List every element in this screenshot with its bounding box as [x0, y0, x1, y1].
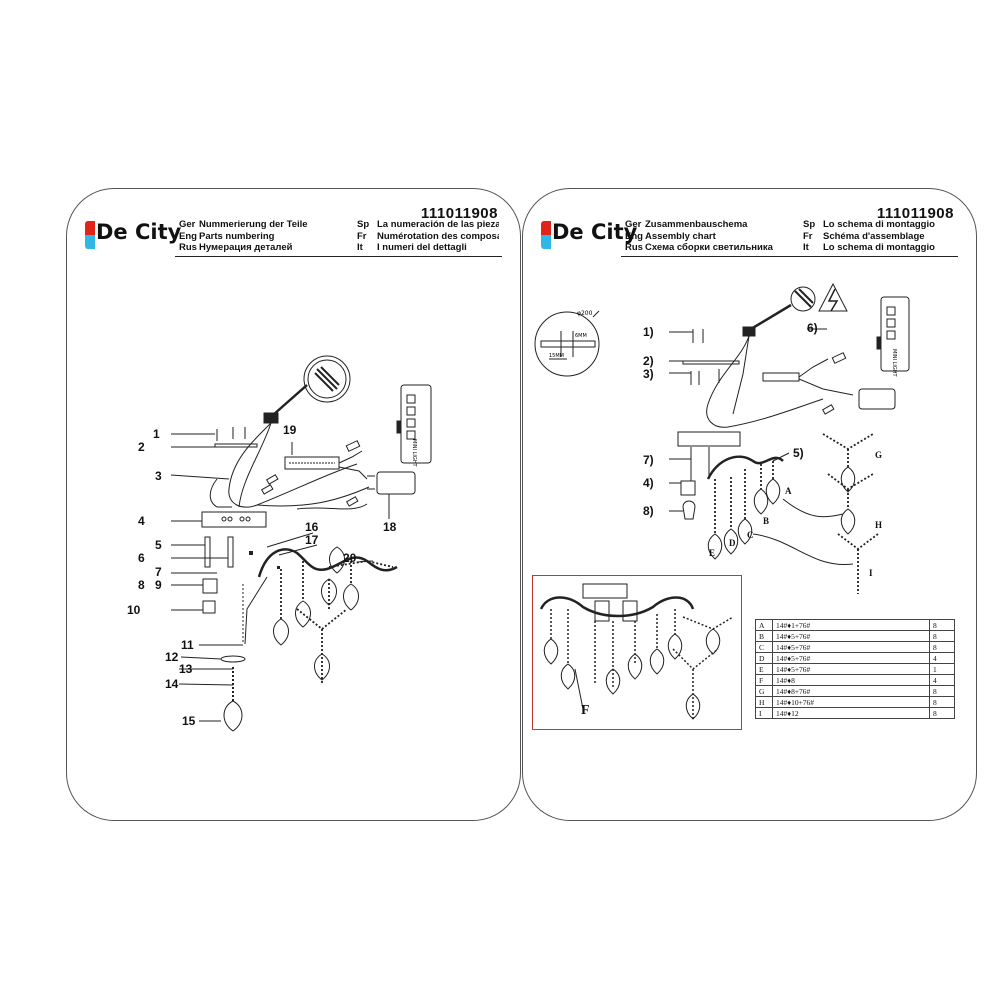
- part-number: 13: [179, 662, 193, 676]
- part-number: 6: [138, 551, 145, 565]
- chain-letter: A: [785, 486, 792, 496]
- brand-name: De City: [96, 220, 182, 244]
- product-code: 111011908: [876, 205, 954, 222]
- remote-label: MINI LIGHT: [891, 349, 897, 377]
- step-number: 4): [643, 476, 654, 490]
- part-number: 19: [283, 423, 297, 437]
- chain-letter: C: [747, 530, 754, 540]
- detail-dim: 15MM: [549, 353, 564, 359]
- remote-label: MINI LIGHT: [411, 439, 417, 467]
- chain-letter: G: [875, 450, 883, 460]
- part-number: 9: [155, 578, 162, 592]
- part-number: 2: [138, 440, 145, 454]
- part-number: 3: [155, 469, 162, 483]
- part-number: 16: [305, 520, 319, 534]
- part-number: 7: [155, 565, 162, 579]
- part-number: 18: [383, 520, 397, 534]
- part-number: 17: [305, 533, 319, 547]
- product-code: 111011908: [420, 205, 498, 222]
- step-number: 1): [643, 325, 654, 339]
- chain-letter: B: [763, 516, 770, 526]
- step-number: 3): [643, 367, 654, 381]
- part-number: 8: [138, 578, 145, 592]
- part-number: 1: [153, 427, 160, 441]
- hook-ring-icon: [272, 355, 351, 416]
- part-number: 14: [165, 677, 179, 691]
- detail-dim: 6MM: [575, 333, 587, 339]
- step-number: 7): [643, 453, 654, 467]
- brand-mark-icon: [541, 221, 551, 249]
- detail-magnifier: [534, 310, 600, 377]
- assembled-view-frame: [532, 575, 742, 730]
- part-number: 5: [155, 538, 162, 552]
- detail-diameter: φ200: [577, 310, 593, 317]
- header-divider: [175, 256, 502, 257]
- chain-letter: F: [581, 703, 590, 718]
- brand-mark-icon: [85, 221, 95, 249]
- part-number: 15: [182, 714, 196, 728]
- chain-letter: H: [875, 520, 883, 530]
- brand-logo: De City: [85, 219, 181, 253]
- parts-diagram: MINI LIGHT: [170, 355, 432, 732]
- chain-letter: D: [729, 538, 736, 548]
- brand-logo: De City: [541, 219, 637, 253]
- chain-letter: E: [709, 548, 716, 558]
- step-number: 8): [643, 504, 654, 518]
- part-number: 10: [127, 603, 141, 617]
- part-number: 12: [165, 650, 179, 664]
- part-number: 11: [181, 638, 194, 652]
- step-number: 5): [793, 446, 804, 460]
- assembly-diagram: MINI LIGHT φ200 6MM 15MM: [534, 282, 910, 720]
- step-number: 6): [807, 321, 818, 335]
- part-number: 4: [138, 514, 145, 528]
- header-divider: [621, 256, 958, 257]
- brand-name: De City: [552, 220, 638, 244]
- part-number: 20: [343, 551, 357, 565]
- chain-letter: I: [869, 568, 873, 578]
- step-number: 2): [643, 354, 654, 368]
